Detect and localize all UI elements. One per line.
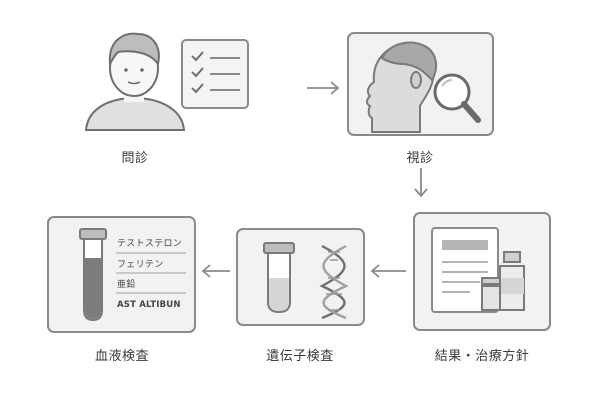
genetic-step (236, 228, 365, 326)
arrow-left-icon (201, 264, 230, 278)
blood-item-ferritin: フェリテン (117, 260, 164, 270)
blood-item-zinc: 亜鉛 (117, 280, 136, 290)
checklist-icon (181, 39, 249, 109)
blood-step (47, 216, 196, 333)
pill-jar-icon (481, 277, 501, 311)
arrow-right-icon (307, 81, 340, 95)
blood-list-dividers (116, 252, 186, 294)
medicine-bottle-icon (499, 251, 525, 311)
arrow-left-icon (370, 264, 406, 278)
exam-step (347, 32, 494, 136)
person-icon (84, 32, 186, 131)
dna-helix-icon (319, 244, 349, 320)
head-profile-icon (366, 41, 438, 133)
arrow-down-icon (414, 168, 428, 198)
results-label: 結果・治療方針 (434, 349, 530, 364)
exam-label: 視診 (406, 151, 434, 166)
interview-label: 問診 (121, 151, 149, 166)
interview-step (84, 32, 249, 131)
test-tube-icon (263, 242, 295, 314)
blood-label: 血液検査 (94, 349, 150, 364)
magnifier-icon (433, 73, 481, 123)
blood-tube-icon (79, 228, 107, 322)
blood-item-liver-panel: AST ALTIBUN (117, 300, 181, 310)
results-step (413, 212, 551, 331)
genetic-label: 遺伝子検査 (266, 349, 334, 364)
blood-item-testosterone: テストステロン (117, 239, 183, 249)
